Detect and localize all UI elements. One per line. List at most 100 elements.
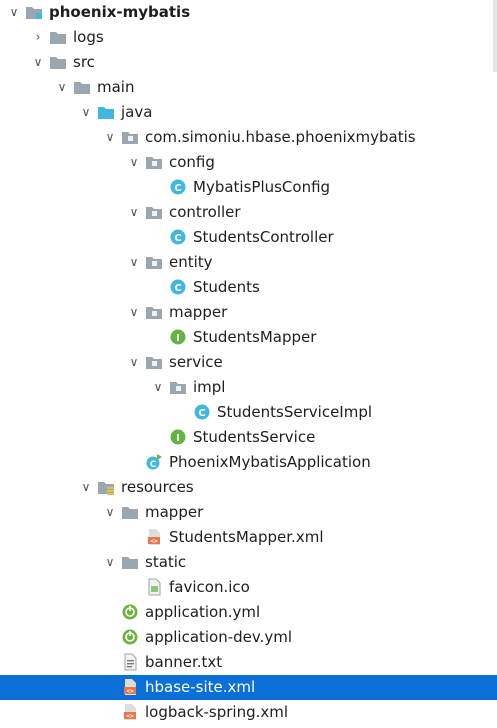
svg-text:I: I: [176, 433, 180, 444]
tree-item-label: StudentsMapper: [193, 328, 317, 346]
tree-item-logs[interactable]: › logs: [0, 25, 497, 50]
tree-item-resources[interactable]: ∨ resources: [0, 475, 497, 500]
tree-item-impl[interactable]: ∨ impl: [0, 375, 497, 400]
package-icon: [145, 353, 163, 371]
spring-boot-app-icon: C: [145, 453, 163, 471]
tree-item-label: main: [97, 78, 135, 96]
source-folder-icon: [97, 103, 115, 121]
text-file-icon: [121, 653, 139, 671]
tree-item-label: application-dev.yml: [145, 628, 293, 646]
package-icon: [121, 128, 139, 146]
package-icon: [145, 153, 163, 171]
tree-item-studentsservice[interactable]: I StudentsService: [0, 425, 497, 450]
svg-text:<>: <>: [150, 538, 158, 545]
tree-item-studentsserviceimpl[interactable]: C StudentsServiceImpl: [0, 400, 497, 425]
svg-text:<>: <>: [126, 688, 134, 695]
tree-item-label: MybatisPlusConfig: [193, 178, 331, 196]
tree-item-static[interactable]: ∨ static: [0, 550, 497, 575]
package-icon: [145, 303, 163, 321]
folder-icon: [49, 53, 67, 71]
tree-item-label: hbase-site.xml: [145, 678, 256, 696]
tree-item-java[interactable]: ∨ java: [0, 100, 497, 125]
tree-item-label: impl: [193, 378, 226, 396]
tree-item-logback-spring-xml[interactable]: <> logback-spring.xml: [0, 700, 497, 725]
tree-item-label: resources: [121, 478, 194, 496]
chevron-down-icon[interactable]: ∨: [57, 80, 67, 94]
tree-item-label: java: [121, 103, 153, 121]
tree-item-mapper[interactable]: ∨ mapper: [0, 300, 497, 325]
chevron-down-icon[interactable]: ∨: [105, 555, 115, 569]
module-folder-icon: [25, 3, 43, 21]
resources-folder-icon: [97, 478, 115, 496]
chevron-down-icon[interactable]: ∨: [129, 355, 139, 369]
chevron-down-icon[interactable]: ∨: [81, 105, 91, 119]
tree-item-label: Students: [193, 278, 260, 296]
tree-item-label: favicon.ico: [169, 578, 250, 596]
tree-item-label: logs: [73, 28, 104, 46]
xml-file-icon: <>: [121, 703, 139, 721]
tree-item-mybatisplusconfig[interactable]: C MybatisPlusConfig: [0, 175, 497, 200]
chevron-down-icon[interactable]: ∨: [9, 5, 19, 19]
tree-item-label: com.simoniu.hbase.phoenixmybatis: [145, 128, 416, 146]
chevron-down-icon[interactable]: ∨: [33, 55, 43, 69]
tree-item-src[interactable]: ∨ src: [0, 50, 497, 75]
interface-icon: I: [169, 428, 187, 446]
tree-item-phoenix-mybatis[interactable]: ∨ phoenix-mybatis: [0, 0, 497, 25]
tree-item-entity[interactable]: ∨ entity: [0, 250, 497, 275]
tree-item-label: mapper: [169, 303, 228, 321]
tree-item-phoenixmybatisapplication[interactable]: C PhoenixMybatisApplication: [0, 450, 497, 475]
tree-item-favicon-ico[interactable]: favicon.ico: [0, 575, 497, 600]
package-icon: [145, 253, 163, 271]
tree-item-label: controller: [169, 203, 241, 221]
tree-item-label: phoenix-mybatis: [49, 3, 191, 21]
tree-item-main[interactable]: ∨ main: [0, 75, 497, 100]
tree-item-hbase-site-xml[interactable]: <> hbase-site.xml: [0, 675, 497, 700]
spring-config-icon: [121, 603, 139, 621]
tree-item-label: src: [73, 53, 95, 71]
chevron-down-icon[interactable]: ∨: [153, 380, 163, 394]
tree-item-label: StudentsMapper.xml: [169, 528, 324, 546]
tree-item-label: mapper: [145, 503, 204, 521]
tree-item-label: PhoenixMybatisApplication: [169, 453, 371, 471]
chevron-down-icon[interactable]: ∨: [81, 480, 91, 494]
tree-item-application-dev-yml[interactable]: application-dev.yml: [0, 625, 497, 650]
svg-text:C: C: [174, 233, 181, 244]
folder-icon: [73, 78, 91, 96]
chevron-down-icon[interactable]: ∨: [105, 130, 115, 144]
chevron-down-icon[interactable]: ∨: [129, 255, 139, 269]
package-icon: [145, 203, 163, 221]
chevron-right-icon[interactable]: ›: [35, 30, 41, 44]
class-icon: C: [169, 178, 187, 196]
chevron-down-icon[interactable]: ∨: [129, 305, 139, 319]
xml-file-icon: <>: [145, 528, 163, 546]
tree-item-label: StudentsServiceImpl: [217, 403, 373, 421]
svg-text:C: C: [198, 408, 205, 419]
tree-item-config[interactable]: ∨config: [0, 150, 497, 175]
tree-item-studentsmapper[interactable]: I StudentsMapper: [0, 325, 497, 350]
tree-item-studentsmapper-xml[interactable]: <> StudentsMapper.xml: [0, 525, 497, 550]
folder-icon: [121, 553, 139, 571]
tree-item-students[interactable]: C Students: [0, 275, 497, 300]
tree-item-label: static: [145, 553, 187, 571]
svg-text:C: C: [174, 283, 181, 294]
svg-text:C: C: [174, 183, 181, 194]
class-icon: C: [169, 228, 187, 246]
tree-item-service[interactable]: ∨service: [0, 350, 497, 375]
tree-item-com-simoniu-hbase-phoenixmybatis[interactable]: ∨ com.simoniu.hbase.phoenixmybatis: [0, 125, 497, 150]
class-icon: C: [169, 278, 187, 296]
tree-item-banner-txt[interactable]: banner.txt: [0, 650, 497, 675]
chevron-down-icon[interactable]: ∨: [129, 205, 139, 219]
interface-icon: I: [169, 328, 187, 346]
tree-item-label: entity: [169, 253, 213, 271]
tree-item-label: StudentsService: [193, 428, 316, 446]
tree-item-label: banner.txt: [145, 653, 223, 671]
tree-item-label: logback-spring.xml: [145, 703, 289, 721]
chevron-down-icon[interactable]: ∨: [105, 505, 115, 519]
tree-item-application-yml[interactable]: application.yml: [0, 600, 497, 625]
chevron-down-icon[interactable]: ∨: [129, 155, 139, 169]
image-file-icon: [145, 578, 163, 596]
tree-item-mapper[interactable]: ∨ mapper: [0, 500, 497, 525]
tree-item-controller[interactable]: ∨ controller: [0, 200, 497, 225]
vertical-scrollbar[interactable]: [493, 0, 497, 72]
